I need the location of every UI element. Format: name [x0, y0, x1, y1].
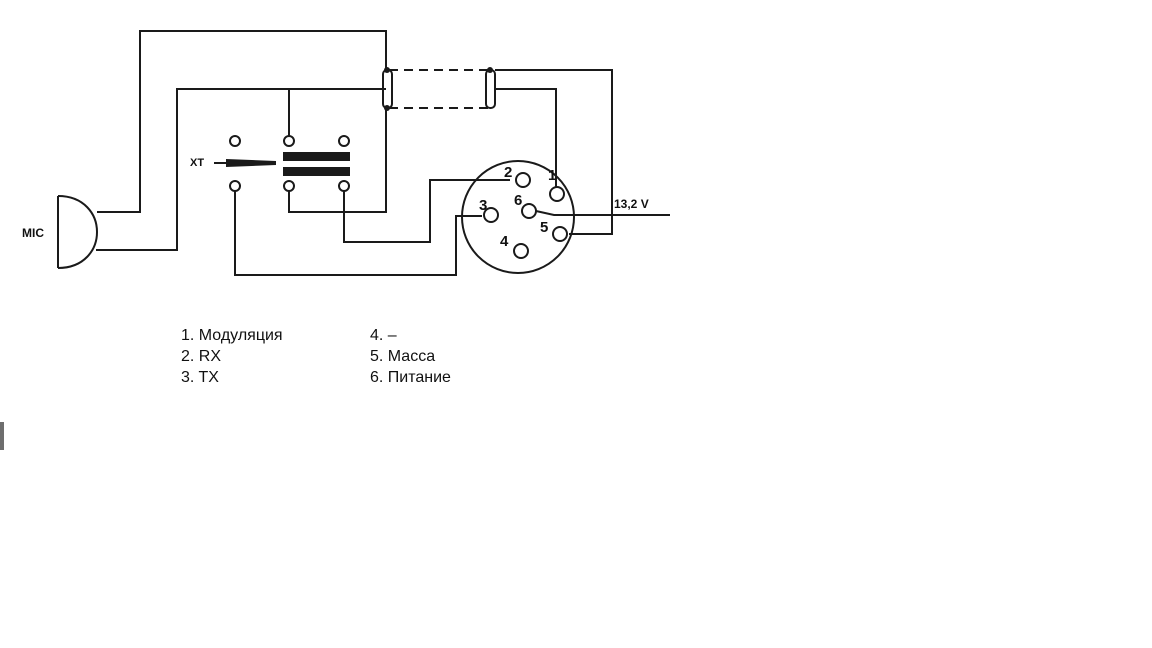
shield-ground-drop — [288, 108, 387, 213]
shield-mid-out — [495, 88, 557, 189]
legend-right-column: 4. – 5. Масса 6. Питание — [370, 325, 451, 388]
edge-marker — [0, 422, 4, 450]
pin-label-1: 1 — [548, 167, 556, 184]
mic-bottom-wire — [96, 88, 386, 251]
pin-label-3: 3 — [479, 197, 487, 214]
legend-item: 5. Масса — [370, 348, 436, 365]
mic-top-wire — [97, 30, 387, 213]
power-wire — [535, 210, 670, 216]
connector-pins — [483, 172, 568, 259]
pin-label-5: 5 — [540, 219, 548, 236]
mic-label: MIC — [22, 226, 44, 240]
microphone-icon — [57, 195, 98, 269]
legend-item: 3. TX — [181, 369, 219, 386]
legend-item: 2. RX — [181, 348, 222, 365]
ptt-switch — [214, 135, 350, 192]
pin-label-4: 4 — [500, 233, 509, 250]
legend-left-column: 1. Модуляция 2. RX 3. TX — [181, 325, 283, 388]
pin-label-2: 2 — [504, 164, 512, 181]
legend-item: 6. Питание — [370, 369, 451, 386]
switch-label: XT — [190, 157, 204, 169]
din-connector — [461, 160, 575, 274]
rx-wire — [343, 179, 510, 243]
voltage-label: 13,2 V — [614, 197, 649, 211]
shield-top-out — [495, 69, 613, 235]
shielded-cable — [382, 67, 496, 111]
legend-item: 1. Модуляция — [181, 327, 283, 344]
pin-label-6: 6 — [514, 192, 522, 209]
tx-wire — [234, 191, 482, 276]
legend-item: 4. – — [370, 327, 397, 344]
